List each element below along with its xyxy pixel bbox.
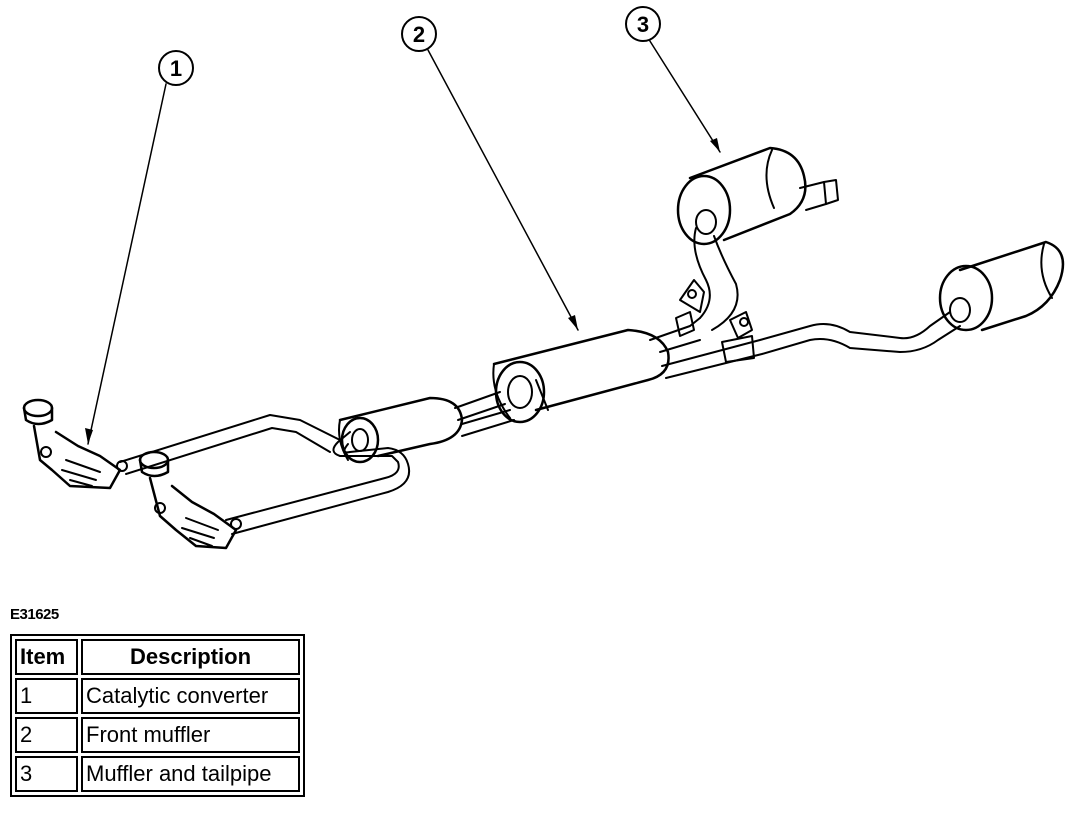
catalytic-converter-right	[138, 450, 242, 550]
right-inlet-pipe	[225, 431, 410, 535]
legend-header-description: Description	[81, 639, 300, 675]
legend-row: 2 Front muffler	[15, 717, 300, 753]
legend-row: 1 Catalytic converter	[15, 678, 300, 714]
legend-item-description: Catalytic converter	[81, 678, 300, 714]
catalytic-converter-left	[22, 398, 128, 490]
front-muffler	[492, 328, 670, 424]
callout-2: 2	[401, 16, 437, 52]
muffler-and-tailpipe	[676, 146, 839, 246]
legend-item-description: Muffler and tailpipe	[81, 756, 300, 792]
leader-arrowheads	[85, 138, 720, 444]
callout-3-label: 3	[637, 12, 649, 37]
legend-item-number: 2	[15, 717, 78, 753]
legend-header-item: Item	[15, 639, 78, 675]
rear-muffler	[938, 240, 1065, 332]
figure-id: E31625	[10, 606, 59, 623]
legend-item-number: 3	[15, 756, 78, 792]
rear-connecting-pipes	[649, 311, 961, 379]
callout-3: 3	[625, 6, 661, 42]
legend-table: Item Description 1 Catalytic converter 2…	[10, 634, 305, 797]
callout-2-label: 2	[413, 22, 425, 47]
callout-1: 1	[158, 50, 194, 86]
callout-1-label: 1	[170, 56, 182, 81]
exhaust-system-diagram: 1 2 3	[22, 6, 1065, 550]
hanger-bracket	[675, 279, 755, 363]
intermediate-pipes	[454, 391, 515, 437]
legend-item-description: Front muffler	[81, 717, 300, 753]
resonator	[338, 396, 464, 464]
legend-row: 3 Muffler and tailpipe	[15, 756, 300, 792]
legend-item-number: 1	[15, 678, 78, 714]
left-inlet-pipe	[119, 414, 341, 475]
legend-header-row: Item Description	[15, 639, 300, 675]
leader-lines	[87, 37, 721, 445]
